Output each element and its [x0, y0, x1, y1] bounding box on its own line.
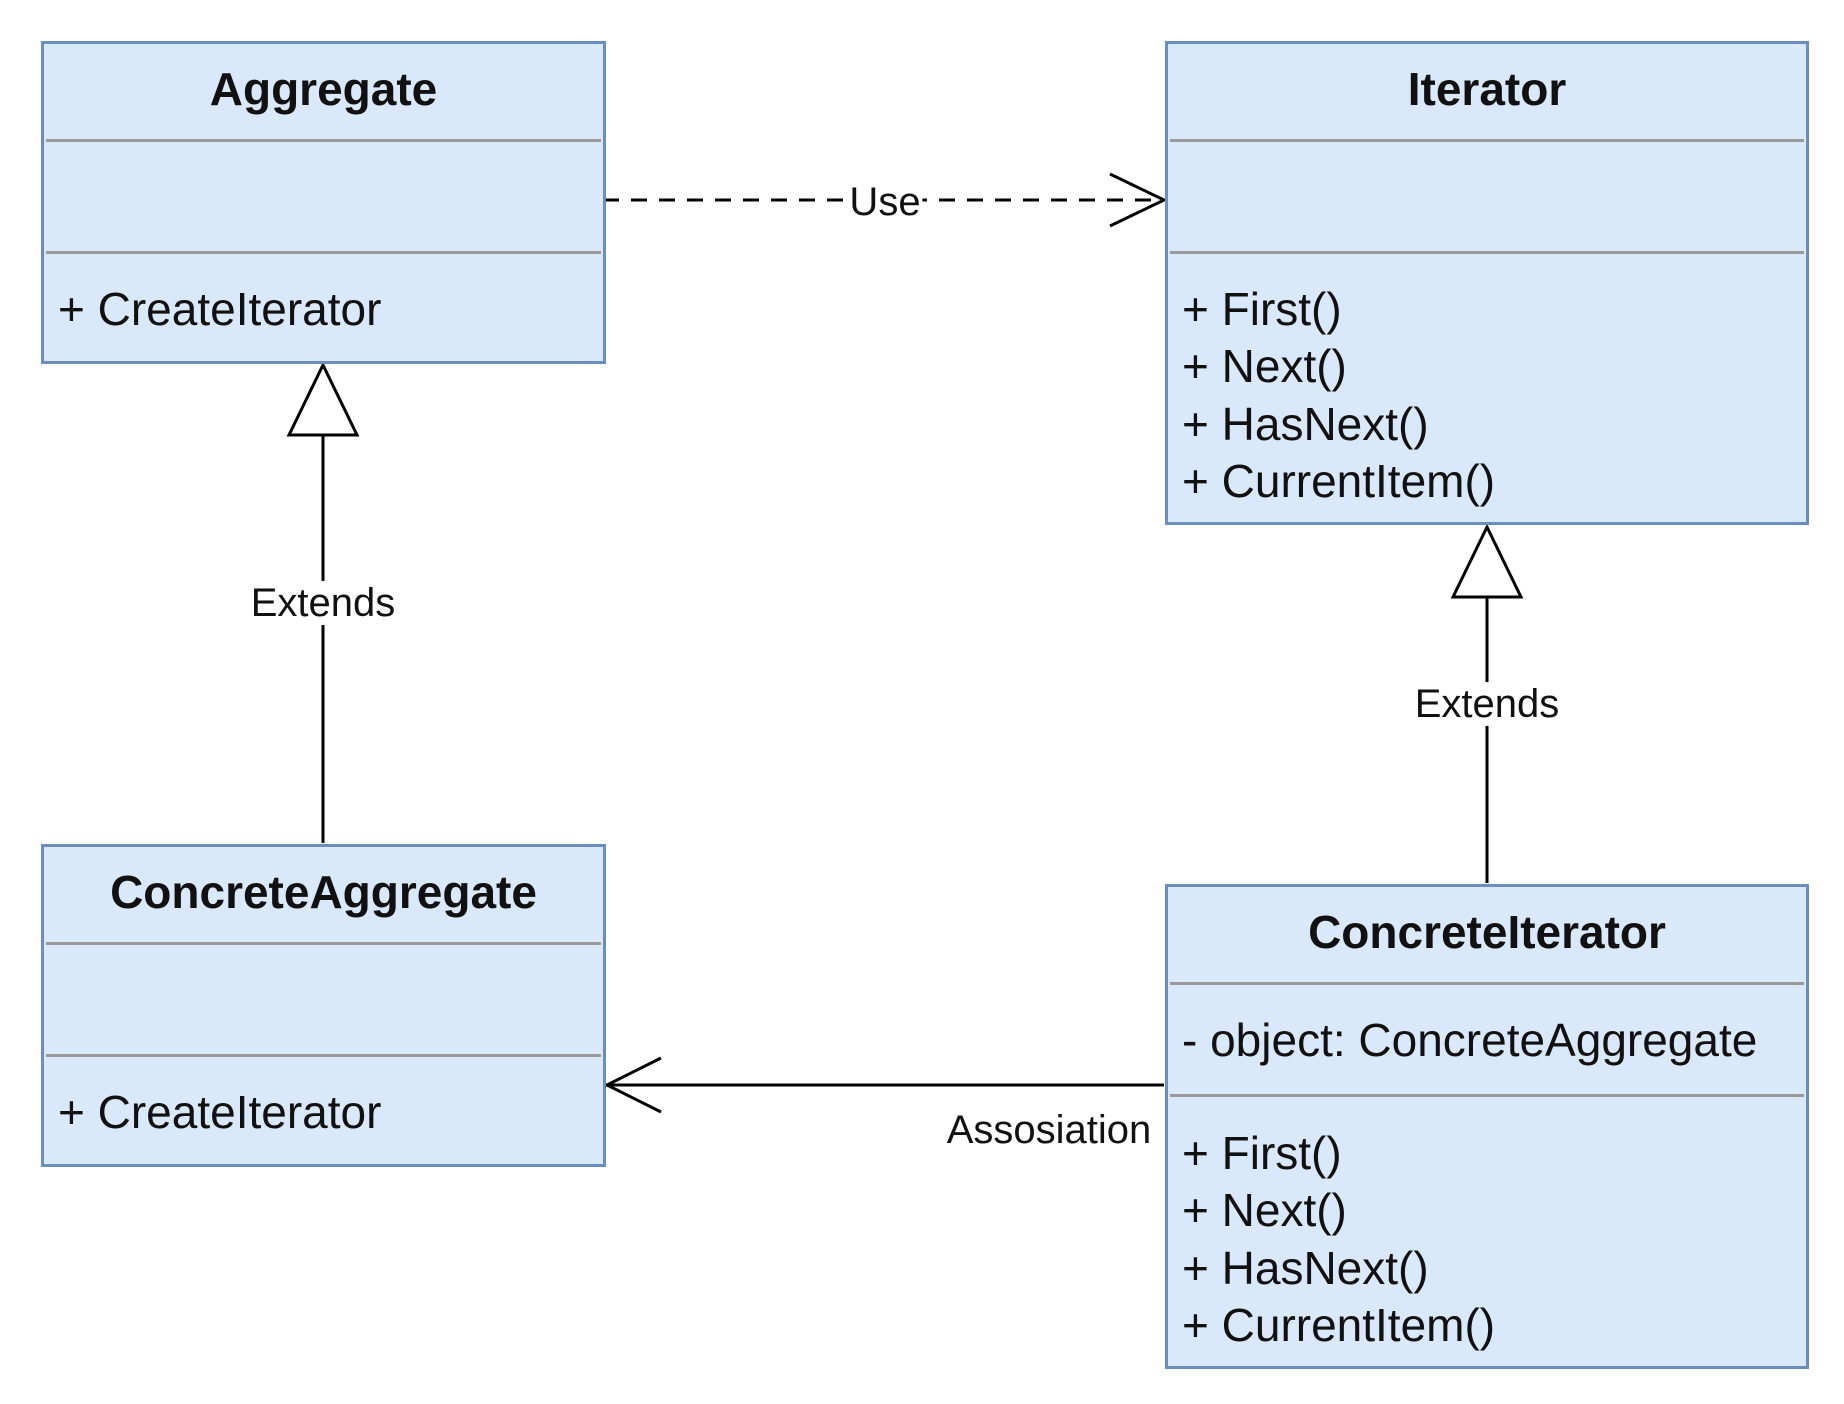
class-concrete-iterator[interactable]: ConcreteIterator - object: ConcreteAggre…: [1165, 884, 1809, 1369]
class-concrete-iterator-method: + Next(): [1182, 1184, 1347, 1236]
class-concrete-iterator-separator-2: [1170, 1094, 1804, 1097]
class-iterator-method: + HasNext(): [1182, 398, 1429, 450]
class-aggregate[interactable]: Aggregate + CreateIterator: [41, 41, 606, 364]
use-open-arrowhead: [1109, 172, 1168, 228]
use-label: Use: [847, 180, 923, 224]
class-aggregate-separator-1: [46, 139, 601, 142]
extends-aggregate-label: Extends: [248, 581, 398, 625]
class-aggregate-name: Aggregate: [209, 63, 438, 115]
extends-aggregate-triangle: [286, 361, 360, 437]
class-aggregate-method: + CreateIterator: [58, 283, 382, 335]
class-iterator[interactable]: Iterator + First() + Next() + HasNext() …: [1165, 41, 1809, 525]
class-iterator-name: Iterator: [1407, 63, 1567, 115]
class-concrete-iterator-separator-1: [1170, 982, 1804, 985]
extends-iterator-triangle: [1450, 523, 1524, 599]
class-iterator-method: + First(): [1182, 283, 1342, 335]
class-iterator-separator-1: [1170, 139, 1804, 142]
class-concrete-aggregate-method: + CreateIterator: [58, 1086, 382, 1138]
class-concrete-iterator-method: + CurrentItem(): [1182, 1299, 1496, 1351]
class-concrete-aggregate-separator-1: [46, 942, 601, 945]
association-open-arrowhead: [603, 1056, 662, 1114]
class-concrete-iterator-attribute: - object: ConcreteAggregate: [1182, 1014, 1758, 1066]
class-concrete-aggregate-separator-2: [46, 1054, 601, 1057]
association-label: Assosiation: [944, 1108, 1154, 1152]
class-aggregate-separator-2: [46, 251, 601, 254]
class-iterator-method: + Next(): [1182, 340, 1347, 392]
class-iterator-method: + CurrentItem(): [1182, 455, 1496, 507]
class-concrete-iterator-method: + HasNext(): [1182, 1242, 1429, 1294]
class-concrete-iterator-name: ConcreteIterator: [1308, 906, 1666, 958]
extends-iterator-label: Extends: [1412, 682, 1562, 726]
class-concrete-iterator-method: + First(): [1182, 1127, 1342, 1179]
class-concrete-aggregate-name: ConcreteAggregate: [110, 866, 537, 918]
class-iterator-separator-2: [1170, 251, 1804, 254]
class-concrete-aggregate[interactable]: ConcreteAggregate + CreateIterator: [41, 844, 606, 1167]
